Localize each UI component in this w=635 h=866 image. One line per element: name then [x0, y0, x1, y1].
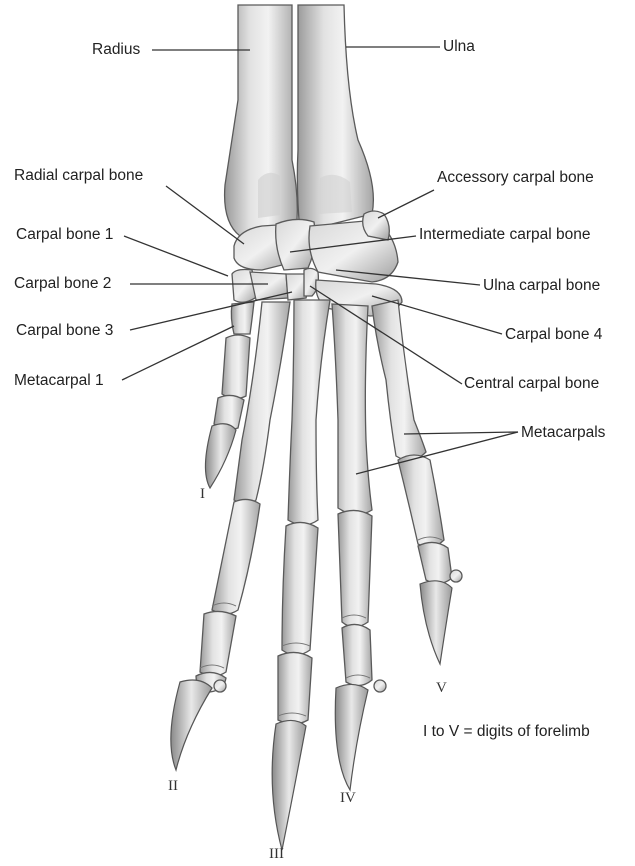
digit-4-bones — [332, 304, 386, 790]
carpal-bone-2-shape — [250, 272, 288, 300]
digit-3-bones — [272, 300, 330, 850]
label-intermediate-carpal-bone: Intermediate carpal bone — [419, 226, 590, 244]
digit-label-5: V — [436, 680, 447, 696]
label-carpal-bone-1: Carpal bone 1 — [16, 226, 113, 244]
digit-label-3: III — [269, 846, 284, 862]
label-accessory-carpal-bone: Accessory carpal bone — [437, 169, 594, 187]
label-radius: Radius — [92, 41, 140, 59]
label-carpal-bone-4: Carpal bone 4 — [505, 326, 602, 344]
label-carpal-bone-3: Carpal bone 3 — [16, 322, 113, 340]
digit-label-2: II — [168, 778, 178, 794]
label-ulna-carpal-bone: Ulna carpal bone — [483, 277, 600, 295]
digit-label-4: IV — [340, 790, 356, 806]
digit-label-1: I — [200, 486, 205, 502]
label-central-carpal-bone: Central carpal bone — [464, 375, 599, 393]
label-radial-carpal-bone: Radial carpal bone — [14, 167, 143, 185]
digits-legend: I to V = digits of forelimb — [423, 723, 590, 741]
label-carpal-bone-2: Carpal bone 2 — [14, 275, 111, 293]
label-metacarpals: Metacarpals — [521, 424, 605, 442]
label-metacarpal-1: Metacarpal 1 — [14, 372, 104, 390]
label-ulna: Ulna — [443, 38, 475, 56]
